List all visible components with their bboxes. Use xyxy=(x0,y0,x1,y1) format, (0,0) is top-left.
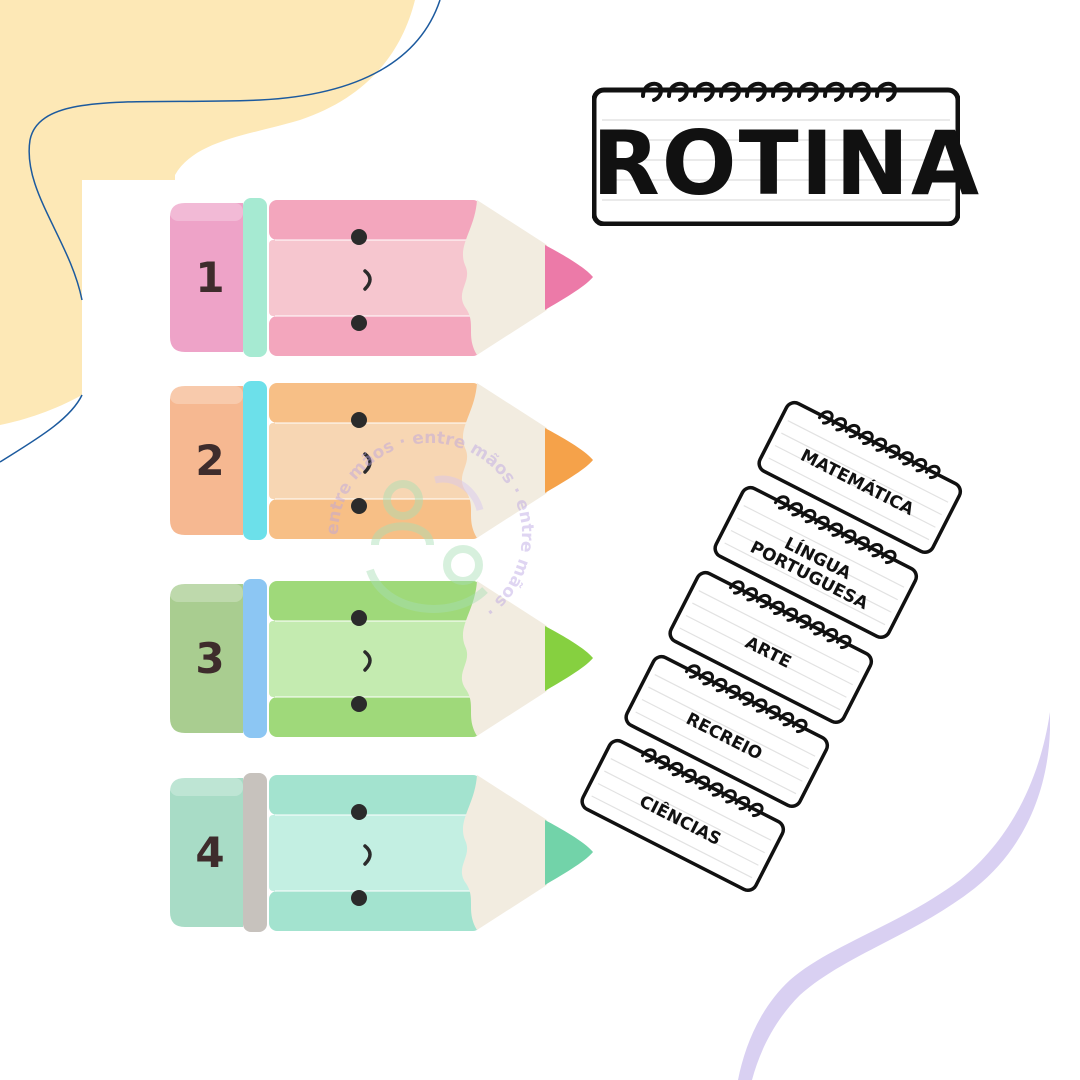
pencil-4-graphic xyxy=(170,773,593,932)
pencil-body-top xyxy=(269,775,481,815)
pencil-wood xyxy=(461,775,547,930)
pencil-lead-tip xyxy=(545,626,593,691)
spiral-binding-icon xyxy=(728,580,852,650)
pencil-body-middle xyxy=(269,621,481,697)
pencil-lead-tip xyxy=(545,245,593,310)
spiral-binding-icon xyxy=(773,495,897,565)
pencil-1: 1 xyxy=(165,195,605,360)
subject-card-lingua-portuguesa: LÍNGUA PORTUGUESA xyxy=(708,471,929,646)
pencil-body-middle xyxy=(269,240,481,316)
pencil-body-middle xyxy=(269,815,481,891)
eye-icon xyxy=(351,890,367,906)
pencil-3: 3 xyxy=(165,576,605,741)
pencil-wood xyxy=(461,581,547,736)
subject-label-line: ARTE xyxy=(741,632,795,673)
subject-card-matematica: MATEMÁTICA xyxy=(752,386,973,561)
pencil-ferrule xyxy=(243,579,267,738)
pencil-body-bottom xyxy=(269,697,481,737)
pencil-2-graphic xyxy=(170,381,593,540)
eye-icon xyxy=(351,804,367,820)
notebook-card-graphic xyxy=(757,400,963,554)
page-title: ROTINA xyxy=(592,112,982,215)
pencil-eraser xyxy=(170,203,243,352)
pencil-eraser xyxy=(170,386,243,535)
pencil-2: 2 xyxy=(165,378,605,543)
smile-icon xyxy=(363,269,372,291)
watermark: entre mãos · entre mãos · entre mãos · xyxy=(315,420,545,650)
spiral-binding-icon xyxy=(640,748,764,818)
pencil-eraser xyxy=(170,584,243,733)
smile-icon xyxy=(363,650,372,672)
eye-icon xyxy=(351,498,367,514)
pencil-number: 3 xyxy=(195,634,225,683)
pencil-lead-tip xyxy=(545,428,593,493)
spiral-binding-icon xyxy=(641,81,898,102)
eye-icon xyxy=(351,229,367,245)
spiral-binding-icon xyxy=(817,410,941,480)
eye-icon xyxy=(351,696,367,712)
notebook-card-graphic xyxy=(592,81,960,226)
pencil-body-bottom xyxy=(269,316,481,356)
watermark-logo-icon: entre mãos · entre mãos · entre mãos · xyxy=(323,428,537,621)
notebook-card-graphic xyxy=(668,570,874,724)
pencil-ferrule xyxy=(243,773,267,932)
smile-icon xyxy=(363,844,372,866)
pencil-wood xyxy=(461,383,547,538)
svg-text:entre mãos · entre mãos · entr: entre mãos · entre mãos · entre mãos · xyxy=(323,428,537,621)
pencil-3-graphic xyxy=(170,579,593,738)
pencil-ferrule xyxy=(243,381,267,540)
eye-icon xyxy=(351,315,367,331)
smile-icon xyxy=(363,452,372,474)
pencil-body-top xyxy=(269,383,481,423)
subject-card-ciencias: CIÊNCIAS xyxy=(575,724,796,899)
eye-icon xyxy=(351,412,367,428)
pencil-body-top xyxy=(269,200,481,240)
pencil-body-middle xyxy=(269,423,481,499)
subject-card-recreio: RECREIO xyxy=(619,640,840,815)
spiral-binding-icon xyxy=(684,664,808,734)
notebook-card-graphic xyxy=(580,738,786,892)
pencil-lead-tip xyxy=(545,820,593,885)
pencil-1-graphic xyxy=(170,198,593,357)
pencil-body-bottom xyxy=(269,891,481,931)
notebook-card-graphic xyxy=(624,654,830,808)
title-card: ROTINA xyxy=(592,76,982,226)
notebook-card-graphic xyxy=(713,485,919,639)
pencil-body-top xyxy=(269,581,481,621)
pencil-eraser xyxy=(170,778,243,927)
pencil-number: 1 xyxy=(195,253,225,302)
pencil-body-bottom xyxy=(269,499,481,539)
subject-card-arte: ARTE xyxy=(663,556,884,731)
eye-icon xyxy=(351,610,367,626)
pencil-number: 2 xyxy=(195,436,225,485)
pencil-number: 4 xyxy=(195,828,225,877)
pencil-wood xyxy=(461,200,547,355)
pencil-ferrule xyxy=(243,198,267,357)
pencil-4: 4 xyxy=(165,770,605,935)
